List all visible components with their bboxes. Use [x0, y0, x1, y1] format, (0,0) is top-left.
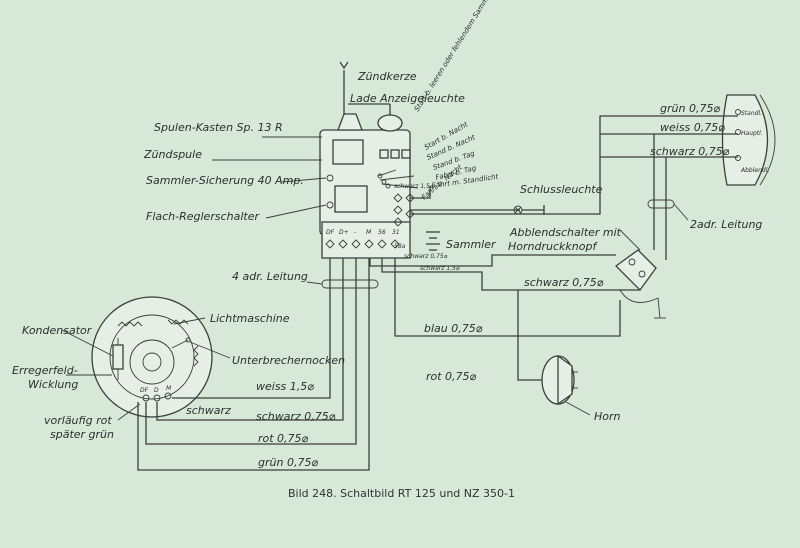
terminal-label-df: DF: [326, 229, 335, 236]
label-blau-075: blau 0,75⌀: [424, 322, 483, 335]
terminal-strip: [325, 193, 415, 249]
headlight: [721, 94, 776, 186]
label-sammler-sicherung: Sammler-Sicherung 40 Amp.: [146, 174, 304, 187]
label-zuendkerze: Zündkerze: [357, 70, 417, 83]
wires: [61, 61, 738, 471]
gen-terminal-m: M: [166, 385, 172, 392]
label-hauptl: Hauptl.: [741, 130, 763, 137]
dimmer-switch: [615, 249, 666, 319]
label-vorlaeufig-1: vorläufig rot: [44, 414, 112, 427]
horn: [541, 354, 578, 406]
label-spulen-kasten: Spulen-Kasten Sp. 13 R: [154, 121, 283, 134]
label-rot-075-left: rot 0,75⌀: [258, 432, 309, 445]
label-standl: Standl.: [741, 110, 762, 117]
label-zuendspule: Zündspule: [143, 148, 202, 161]
terminal-label-m: M: [366, 229, 372, 236]
battery: [426, 231, 440, 251]
label-flach-reglerschalter: Flach-Reglerschalter: [146, 210, 260, 223]
label-2adr-leitung: 2adr. Leitung: [690, 218, 762, 231]
label-schwarz-075-small: schwarz 0,75⌀: [404, 253, 448, 260]
switch-position-lines: [377, 169, 419, 189]
label-gruen-075-left: grün 0,75⌀: [258, 456, 318, 469]
label-kondensator: Kondensator: [22, 324, 93, 337]
label-weiss-075-head: weiss 0,75⌀: [660, 121, 725, 134]
label-horn: Horn: [594, 410, 621, 423]
label-abblendl: Abblendl.: [740, 167, 769, 174]
label-sammler: Sammler: [446, 238, 497, 251]
generator: [91, 296, 213, 418]
terminal-label-31: 31: [392, 229, 400, 236]
label-schwarz-075-left: schwarz 0,75⌀: [256, 410, 336, 423]
figure-caption: Bild 248. Schaltbild RT 125 und NZ 350-1: [288, 487, 515, 500]
label-schwarz-gen: schwarz: [186, 404, 231, 417]
label-lade-anzeigeleuchte: Lade Anzeigeleuchte: [350, 92, 465, 105]
label-erregerfeld-1: Erregerfeld-: [12, 364, 78, 377]
label-lichtmaschine: Lichtmaschine: [210, 312, 290, 325]
label-4adr-leitung: 4 adr. Leitung: [232, 270, 308, 283]
label-rot-075-mid: rot 0,75⌀: [426, 370, 477, 383]
gen-terminal-d: D: [154, 387, 159, 394]
label-abblendschalter-2: Horndruckknopf: [508, 240, 598, 253]
label-gruen-075-head: grün 0,75⌀: [660, 102, 720, 115]
coil-box: [319, 113, 411, 259]
gen-terminal-df: DF: [140, 387, 149, 394]
terminal-label-dplus: D+: [339, 229, 349, 236]
label-erregerfeld-2: Wicklung: [28, 378, 78, 391]
terminal-label-56: 56: [378, 229, 386, 236]
label-schwarz-15-small: schwarz 1,5⌀: [394, 183, 434, 190]
terminal-label-minus: -: [354, 229, 356, 236]
label-vorlaeufig-2: später grün: [50, 428, 114, 441]
label-abblendschalter-1: Abblendschalter mit: [509, 226, 622, 239]
label-unterbrechernocken: Unterbrechernocken: [232, 354, 345, 367]
terminal-label-58a: 58a: [394, 243, 406, 250]
label-schwarz-075-head: schwarz 0,75⌀: [650, 145, 730, 158]
label-weiss-15: weiss 1,5⌀: [256, 380, 314, 393]
label-schwarz-075-right: schwarz 0,75⌀: [524, 276, 604, 289]
label-schwarz-15-batt: schwarz 1,5⌀: [420, 265, 460, 272]
label-schlussleuchte: Schlussleuchte: [520, 183, 603, 196]
